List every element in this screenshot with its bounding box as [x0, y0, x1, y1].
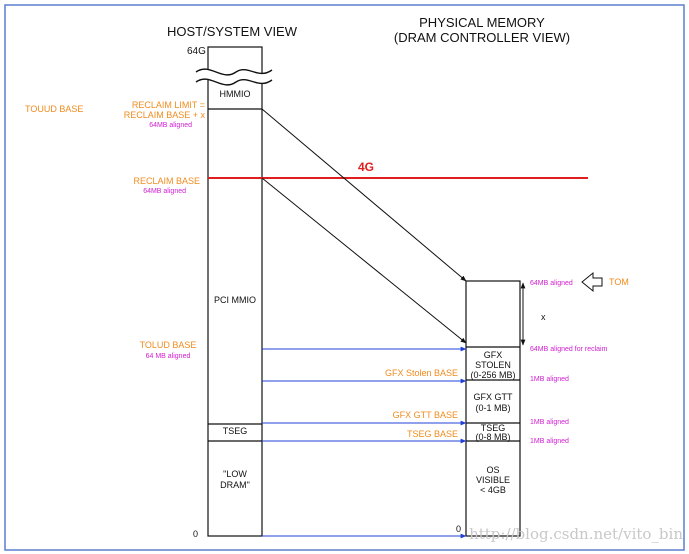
reclaim-limit-label: RECLAIM LIMIT = — [132, 100, 205, 110]
tom-label: TOM — [609, 277, 629, 287]
phys-tseg-label: TSEG — [481, 423, 506, 433]
physical-memory-column — [465, 280, 521, 537]
dram-controller-title: (DRAM CONTROLLER VIEW) — [394, 30, 570, 45]
diagram-frame — [4, 4, 685, 551]
tseg-base-label: TSEG BASE — [407, 429, 458, 439]
hmmio-label: HMMIO — [220, 89, 251, 99]
gtt-alignment-note: 1MB aligned — [530, 419, 569, 426]
pci-mmio-label: PCI MMIO — [214, 295, 256, 305]
address-break-line-bottom — [195, 78, 273, 86]
stolen-alignment-note: 1MB aligned — [530, 376, 569, 383]
touud-base-label: TOUUD BASE — [25, 104, 83, 114]
low-dram-label-line1: "LOW — [223, 469, 247, 479]
phys-bottom-label: 0 — [456, 524, 461, 534]
gfx-gtt-label: GFX GTT — [474, 392, 513, 402]
gfx-gtt-base-label: GFX GTT BASE — [393, 410, 458, 420]
reclaim-limit-mapping-arrow — [261, 108, 467, 282]
os-visible-label-3: < 4GB — [480, 485, 506, 495]
reclaim-base-mapping-arrow — [261, 177, 467, 344]
os-visible-label-2: VISIBLE — [476, 475, 510, 485]
host-address-column — [207, 46, 263, 537]
tseg-alignment-note: 1MB aligned — [530, 438, 569, 445]
gfx-gtt-size: (0-1 MB) — [475, 403, 510, 413]
reclaim-limit-alignment: 64MB aligned — [149, 122, 192, 129]
host-bottom-label: 0 — [193, 529, 198, 539]
gfx-stolen-size: (0-256 MB) — [470, 370, 515, 380]
host-tseg-label: TSEG — [223, 426, 248, 436]
blog-watermark: http://blog.csdn.net/vito_bin — [469, 525, 683, 543]
gfx-stolen-label-1: GFX — [484, 350, 503, 360]
host-view-title: HOST/SYSTEM VIEW — [167, 24, 298, 39]
tom-pointer-arrow-icon — [581, 271, 603, 293]
tolud-base-alignment: 64 MB aligned — [146, 353, 191, 360]
gfx-stolen-base-label: GFX Stolen BASE — [385, 368, 458, 378]
reclaim-base-label: RECLAIM BASE — [133, 176, 200, 186]
os-visible-label-1: OS — [486, 465, 499, 475]
reclaim-size-x-label: x — [541, 312, 546, 322]
gfx-stolen-label-2: STOLEN — [475, 360, 511, 370]
tolud-base-label: TOLUD BASE — [140, 340, 197, 350]
reclaim-limit-formula: RECLAIM BASE + x — [124, 110, 206, 120]
four-gig-label: 4G — [358, 160, 374, 174]
phys-tseg-size: (0-8 MB) — [475, 432, 510, 442]
reclaim-alignment-note: 64MB aligned for reclaim — [530, 346, 608, 353]
tom-alignment: 64MB aligned — [530, 280, 573, 287]
address-break-line-top — [195, 68, 273, 76]
low-dram-label-line2: DRAM" — [220, 480, 250, 490]
cropped-title-strip — [0, 0, 689, 5]
host-top-label: 64G — [187, 46, 206, 57]
physical-memory-title: PHYSICAL MEMORY — [419, 15, 545, 30]
reclaim-base-alignment: 64MB aligned — [143, 188, 186, 195]
